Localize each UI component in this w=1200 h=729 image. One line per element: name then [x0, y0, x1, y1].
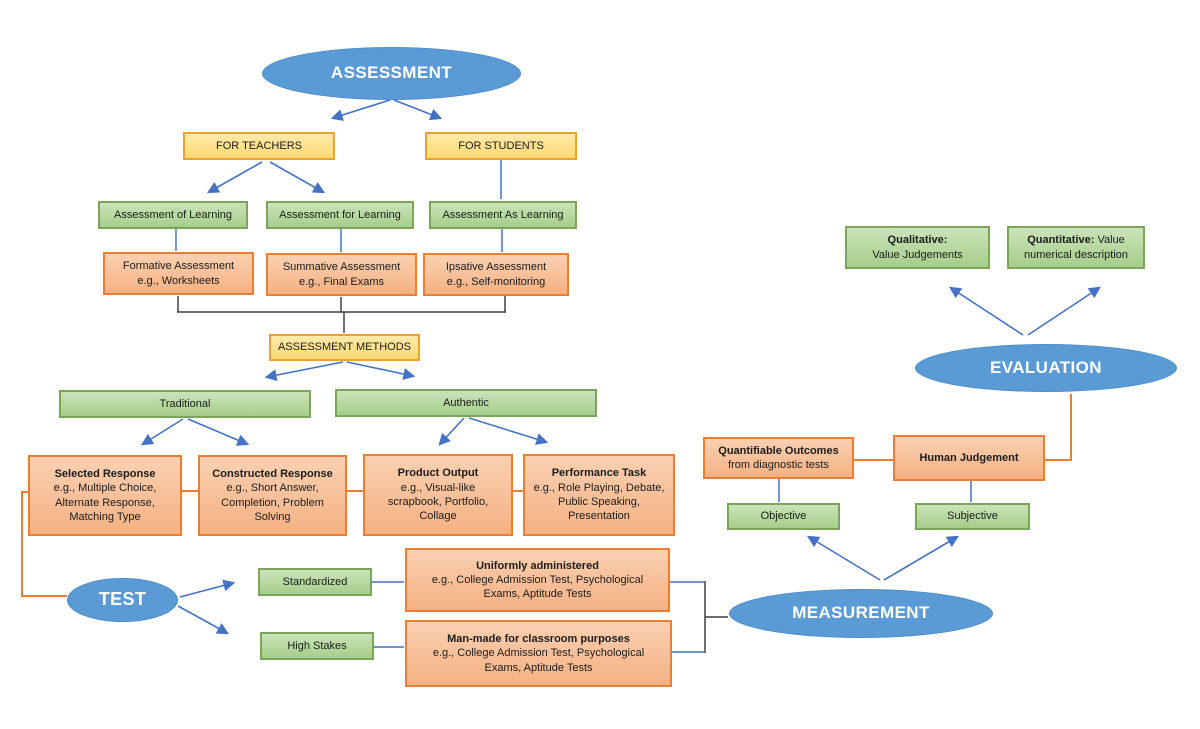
authentic-label: Authentic: [443, 396, 489, 409]
formative-title: Formative Assessment: [122, 260, 235, 273]
quantifiable-outcomes-box: Quantifiable Outcomes from diagnostic te…: [703, 437, 854, 479]
selected-response-box: Selected Response e.g., Multiple Choice,…: [28, 455, 182, 536]
ipsative-assessment-box: Ipsative Assessment e.g., Self-monitorin…: [423, 253, 569, 296]
qualitative-body: Value Judgements: [872, 248, 963, 261]
dark-bracket-connectors: [177, 296, 728, 653]
authentic-box: Authentic: [335, 389, 597, 417]
standardized-box: Standardized: [258, 568, 372, 596]
standardized-label: Standardized: [282, 575, 348, 588]
for-teachers-box: FOR TEACHERS: [183, 132, 335, 160]
blue-arrow-connectors: [140, 99, 1102, 635]
selected-response-body: e.g., Multiple Choice, Alternate Respons…: [53, 482, 157, 523]
man-made-body: e.g., College Admission Test, Psychologi…: [432, 647, 645, 674]
summative-body: e.g., Final Exams: [299, 275, 384, 288]
constructed-response-title: Constructed Response: [212, 467, 333, 480]
objective-box: Objective: [727, 503, 840, 530]
qualitative-box: Qualitative: Value Judgements: [845, 226, 990, 269]
human-judgement-box: Human Judgement: [893, 435, 1045, 481]
quantifiable-outcomes-body: from diagnostic tests: [728, 459, 829, 471]
subjective-box: Subjective: [915, 503, 1030, 530]
performance-task-body: e.g., Role Playing, Debate, Public Speak…: [533, 481, 665, 523]
man-made-box: Man-made for classroom purposes e.g., Co…: [405, 620, 672, 687]
assessment-for-learning-box: Assessment for Learning: [266, 201, 414, 229]
summative-title: Summative Assessment: [282, 261, 401, 274]
test-ellipse: TEST: [67, 578, 178, 622]
for-students-box: FOR STUDENTS: [425, 132, 577, 160]
selected-response-title: Selected Response: [54, 467, 156, 480]
high-stakes-box: High Stakes: [260, 632, 374, 660]
assessment-ellipse: ASSESSMENT: [262, 47, 521, 100]
formative-body: e.g., Worksheets: [137, 274, 220, 287]
traditional-box: Traditional: [59, 390, 311, 418]
man-made-title: Man-made for classroom purposes: [447, 633, 630, 646]
orange-connectors: [21, 394, 1072, 597]
ipsative-title: Ipsative Assessment: [445, 261, 547, 274]
human-judgement-title: Human Judgement: [919, 451, 1019, 464]
evaluation-label: EVALUATION: [990, 357, 1102, 377]
objective-label: Objective: [760, 510, 807, 523]
constructed-response-body: e.g., Short Answer, Completion, Problem …: [221, 482, 324, 523]
qualitative-title: Qualitative:: [887, 234, 948, 247]
measurement-ellipse: MEASUREMENT: [729, 589, 993, 638]
quantitative-title: Quantitative:: [1027, 234, 1095, 247]
quantitative-body: Value numerical description: [1024, 234, 1128, 261]
blue-plain-connectors: [175, 160, 972, 653]
assessment-as-learning-label: Assessment As Learning: [442, 208, 564, 221]
evaluation-ellipse: EVALUATION: [915, 344, 1177, 392]
assessment-label: ASSESSMENT: [330, 63, 453, 83]
assessment-for-learning-label: Assessment for Learning: [279, 208, 401, 221]
assessment-methods-box: ASSESSMENT METHODS: [269, 334, 420, 361]
for-teachers-label: FOR TEACHERS: [216, 139, 302, 152]
assessment-methods-label: ASSESSMENT METHODS: [277, 341, 412, 354]
quantitative-text: Quantitative: Value numerical descriptio…: [1009, 233, 1143, 262]
uniformly-administered-box: Uniformly administered e.g., College Adm…: [405, 548, 670, 612]
uniformly-administered-title: Uniformly administered: [476, 559, 599, 572]
assessment-as-learning-box: Assessment As Learning: [429, 201, 577, 229]
high-stakes-label: High Stakes: [287, 639, 347, 652]
measurement-label: MEASUREMENT: [792, 603, 930, 623]
product-output-box: Product Output e.g., Visual-like scrapbo…: [363, 454, 513, 536]
uniformly-administered-body: e.g., College Admission Test, Psychologi…: [431, 573, 644, 601]
for-students-label: FOR STUDENTS: [458, 139, 544, 152]
ipsative-body: e.g., Self-monitoring: [446, 275, 546, 288]
test-label: TEST: [98, 589, 147, 610]
quantifiable-outcomes-title: Quantifiable Outcomes: [718, 444, 839, 457]
product-output-title: Product Output: [397, 467, 479, 480]
assessment-of-learning-label: Assessment of Learning: [113, 208, 232, 221]
product-output-body: e.g., Visual-like scrapbook, Portfolio, …: [387, 481, 489, 523]
assessment-of-learning-box: Assessment of Learning: [98, 201, 248, 229]
constructed-response-box: Constructed Response e.g., Short Answer,…: [198, 455, 347, 536]
quantitative-box: Quantitative: Value numerical descriptio…: [1007, 226, 1145, 269]
performance-task-title: Performance Task: [551, 467, 647, 480]
subjective-label: Subjective: [947, 510, 998, 523]
formative-assessment-box: Formative Assessment e.g., Worksheets: [103, 252, 254, 295]
performance-task-box: Performance Task e.g., Role Playing, Deb…: [523, 454, 675, 536]
traditional-label: Traditional: [159, 397, 211, 410]
summative-assessment-box: Summative Assessment e.g., Final Exams: [266, 253, 417, 296]
